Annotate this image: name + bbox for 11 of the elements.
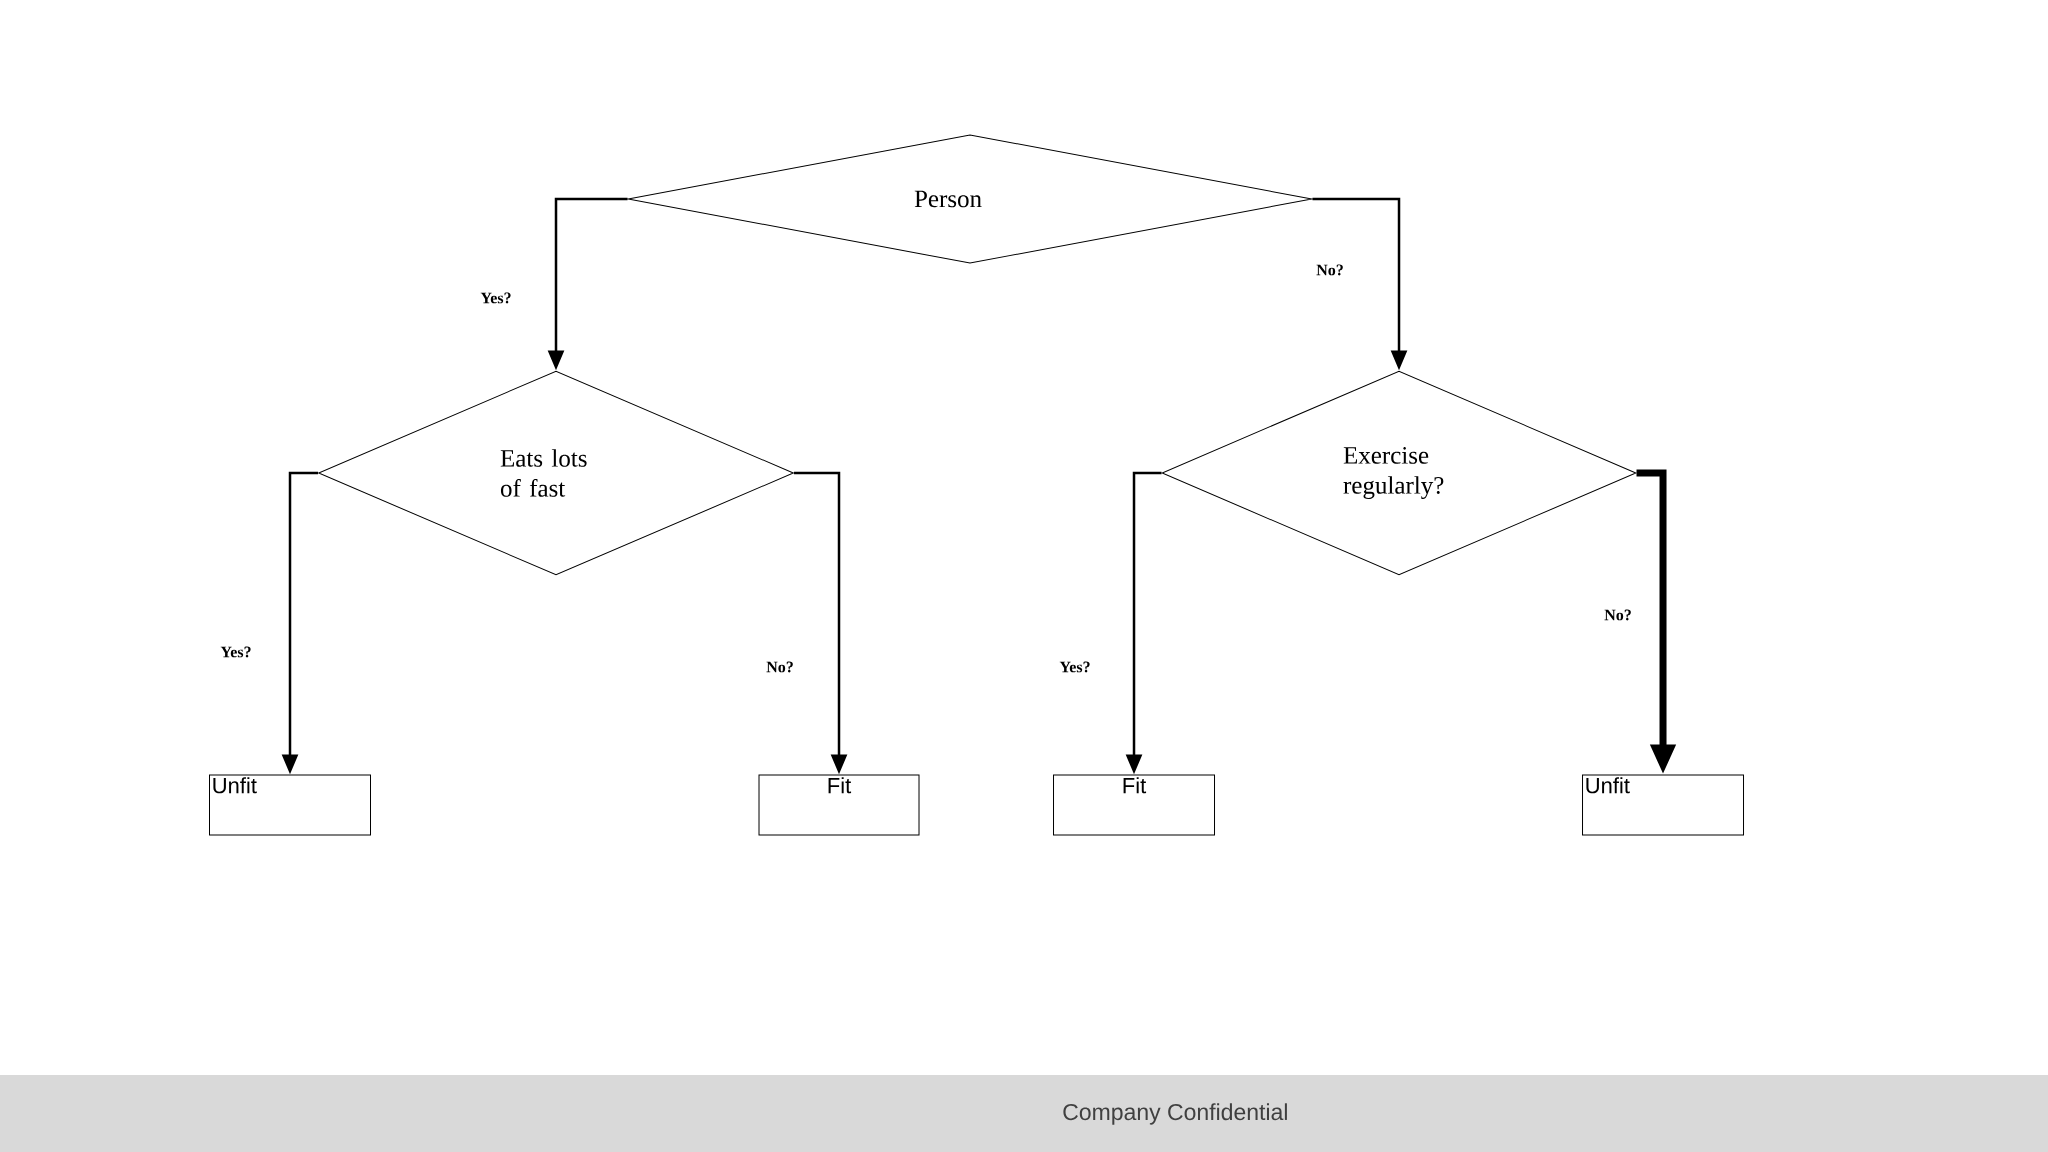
outcome-box: Fit <box>1053 774 1215 836</box>
edge-label: No? <box>1316 264 1343 276</box>
edge-label: No? <box>1604 609 1631 621</box>
edge-label: No? <box>766 661 793 673</box>
footer-text: Company Confidential <box>1063 1103 1287 1125</box>
edge-label: Yes? <box>1059 661 1090 673</box>
outcome-box: Fit <box>758 774 920 836</box>
outcome-box: Unfit <box>209 774 371 836</box>
outcome-box: Unfit <box>1582 774 1744 836</box>
edge-label: Yes? <box>480 292 511 304</box>
edge-label: Yes? <box>220 646 251 658</box>
